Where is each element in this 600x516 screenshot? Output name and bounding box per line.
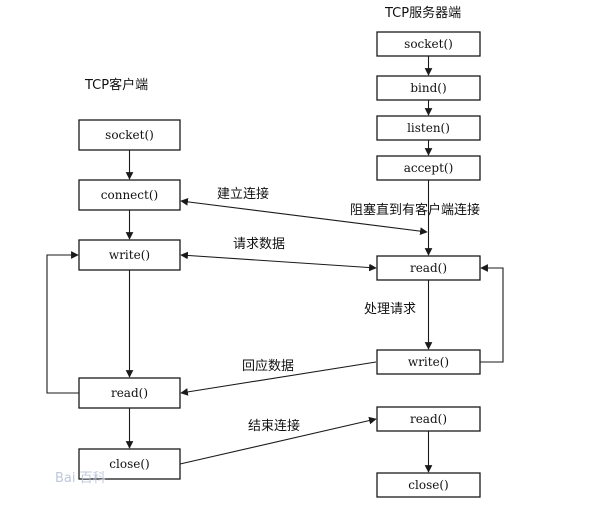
client-connect-node: connect() [78,179,181,211]
server-read2-node: read() [376,406,481,432]
server-write-label: write() [408,355,449,369]
server-accept-node: accept() [376,155,481,181]
server-listen-label: listen() [407,121,450,135]
request-data-label: 请求数据 [233,237,285,252]
server-socket-label: socket() [404,37,453,51]
client-connect-label: connect() [101,188,158,202]
end-connection-arrow [179,416,377,465]
client-socket-node: socket() [78,119,181,151]
server-accept-label: accept() [404,161,454,175]
server-socket-node: socket() [376,31,481,57]
establish-connection-arrow [180,198,428,235]
client-loop-arrow [46,251,79,394]
client-write-node: write() [78,239,181,271]
client-read-node: read() [78,377,181,409]
process-request-label: 处理请求 [364,302,416,317]
response-data-arrow [180,361,377,396]
server-listen-node: listen() [376,115,481,141]
block-until-connect-label: 阻塞直到有客户端连接 [350,202,480,218]
client-close-node: close() [78,448,181,480]
server-title: TCP服务器端 [384,5,461,21]
server-read-node: read() [376,255,481,281]
client-close-label: close() [109,457,149,471]
client-read-label: read() [111,386,148,400]
server-close-label: close() [408,478,448,492]
server-read-label: read() [410,261,447,275]
request-data-arrow [180,251,377,272]
end-connection-label: 结束连接 [248,418,300,434]
server-write-node: write() [376,349,481,375]
client-title: TCP客户端 [84,77,148,93]
client-socket-label: socket() [105,128,154,142]
server-bind-node: bind() [376,75,481,101]
server-close-node: close() [376,472,481,498]
response-data-label: 回应数据 [242,358,294,374]
server-loop-arrow [480,264,504,363]
client-write-label: write() [109,248,150,262]
baike-watermark: Bai 百科 [55,471,106,486]
server-read2-label: read() [410,412,447,426]
server-bind-label: bind() [410,81,446,95]
establish-connection-label: 建立连接 [217,186,269,202]
